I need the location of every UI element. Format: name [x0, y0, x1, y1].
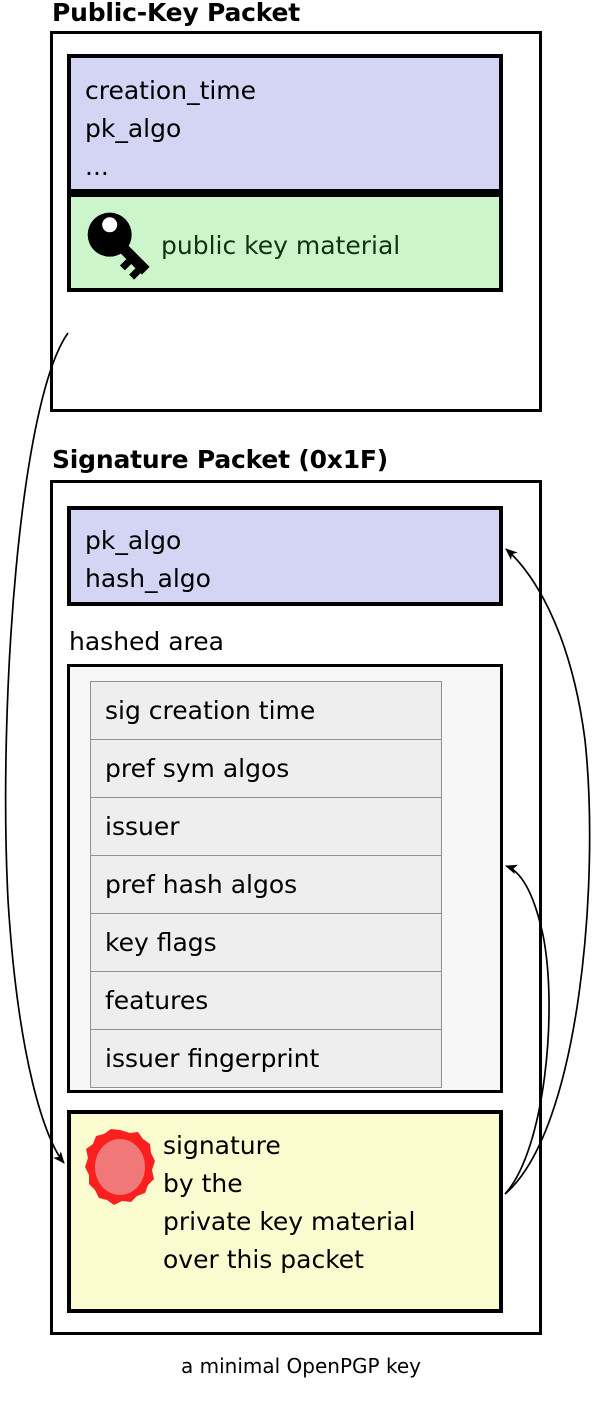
- subpacket-list: sig creation time pref sym algos issuer …: [90, 681, 442, 1088]
- signature-line-2: by the: [163, 1169, 243, 1198]
- subpacket-label: issuer: [105, 812, 180, 841]
- public-key-header-field: creation_time pk_algo ...: [67, 54, 503, 193]
- subpacket-label: pref sym algos: [105, 754, 290, 783]
- signature-algo-line-2: hash_algo: [85, 564, 211, 593]
- public-key-material-label: public key material: [161, 231, 401, 260]
- signature-line-1: signature: [163, 1131, 281, 1160]
- hashed-area-label: hashed area: [69, 627, 224, 656]
- list-item: pref sym algos: [91, 740, 441, 798]
- signature-algo-field: pk_algo hash_algo: [67, 506, 503, 606]
- subpacket-label: features: [105, 986, 209, 1015]
- list-item: features: [91, 972, 441, 1030]
- signature-packet-title: Signature Packet (0x1F): [52, 445, 389, 474]
- signature-algo-line-1: pk_algo: [85, 526, 182, 555]
- subpacket-label: pref hash algos: [105, 870, 298, 899]
- list-item: key flags: [91, 914, 441, 972]
- signature-field: signature by the private key material ov…: [67, 1110, 503, 1313]
- list-item: pref hash algos: [91, 856, 441, 914]
- public-key-packet-title: Public-Key Packet: [52, 0, 301, 27]
- public-key-header-line-1: creation_time: [85, 76, 257, 105]
- diagram-caption: a minimal OpenPGP key: [181, 1354, 421, 1378]
- subpacket-label: issuer fingerprint: [105, 1044, 320, 1073]
- signature-line-3: private key material: [163, 1207, 416, 1236]
- hashed-area-box: sig creation time pref sym algos issuer …: [67, 664, 503, 1093]
- wax-seal-icon: [83, 1128, 157, 1212]
- list-item: sig creation time: [91, 682, 441, 740]
- list-item: issuer fingerprint: [91, 1030, 441, 1088]
- signature-line-4: over this packet: [163, 1245, 364, 1274]
- public-key-material-field: public key material: [67, 193, 503, 292]
- subpacket-label: sig creation time: [105, 696, 316, 725]
- list-item: issuer: [91, 798, 441, 856]
- public-key-header-line-3: ...: [85, 152, 109, 181]
- public-key-header-line-2: pk_algo: [85, 114, 182, 143]
- subpacket-label: key flags: [105, 928, 217, 957]
- key-icon: [79, 205, 163, 291]
